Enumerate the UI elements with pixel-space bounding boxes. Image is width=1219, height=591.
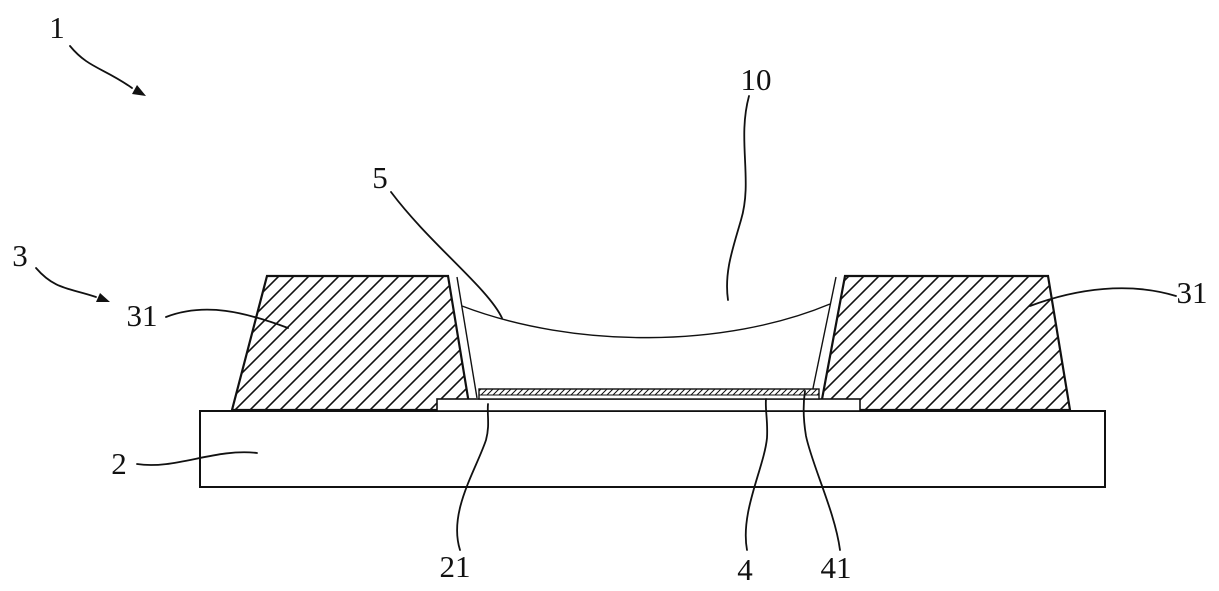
label-coating: 5 bbox=[372, 160, 388, 195]
encapsulant-surface-curve bbox=[461, 303, 831, 339]
leader-line-1 bbox=[69, 45, 133, 89]
label-wall: 3 bbox=[12, 238, 28, 273]
arrowhead-1 bbox=[132, 85, 146, 96]
pad-layer-rect bbox=[436, 398, 861, 412]
chip-top-layer-rect bbox=[478, 388, 820, 396]
label-assembly: 1 bbox=[49, 10, 65, 45]
label-cavity: 10 bbox=[741, 62, 772, 97]
leader-line-31-left bbox=[165, 308, 289, 329]
leader-line-2 bbox=[136, 451, 258, 466]
leader-line-21 bbox=[456, 403, 490, 551]
leader-line-3 bbox=[35, 267, 97, 298]
leader-line-5 bbox=[390, 191, 503, 319]
label-substrate: 2 bbox=[111, 446, 127, 481]
leader-line-4 bbox=[744, 398, 769, 551]
leader-line-41 bbox=[802, 390, 841, 551]
label-wall-left: 31 bbox=[127, 298, 158, 333]
right-wall-trapezoid bbox=[818, 274, 1072, 412]
label-chip: 4 bbox=[737, 552, 753, 587]
arrowhead-3 bbox=[96, 293, 110, 302]
left-wall-trapezoid bbox=[230, 274, 472, 412]
substrate-rect bbox=[199, 410, 1106, 488]
label-chip-top: 41 bbox=[821, 550, 852, 585]
leader-line-31-right bbox=[1029, 287, 1177, 307]
leader-line-10 bbox=[726, 95, 750, 301]
label-wall-right: 31 bbox=[1177, 275, 1208, 310]
coating-line-left bbox=[456, 276, 478, 399]
coating-line-right bbox=[810, 276, 837, 399]
label-pad: 21 bbox=[440, 549, 471, 584]
